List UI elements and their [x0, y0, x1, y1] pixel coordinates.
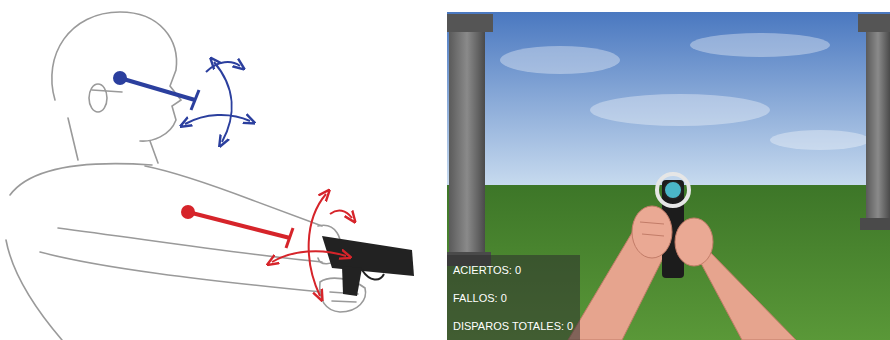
ear: [89, 84, 107, 112]
person-sketch: [6, 12, 366, 340]
arm-line: [145, 166, 322, 226]
rotation-arrow: [330, 211, 352, 218]
gun-sight: [664, 181, 682, 199]
direction-vector: [188, 212, 290, 238]
rotation-arrow: [206, 62, 240, 72]
direction-vector: [120, 78, 195, 100]
vector-cap: [191, 90, 199, 110]
pistol-grip: [342, 266, 362, 296]
hud-counter: DISPAROS TOTALES: 0: [453, 320, 573, 333]
trigger-guard: [362, 270, 384, 280]
hud-panel: ACIERTOS: 0 FALLOS: 0 DISPAROS TOTALES: 0: [447, 255, 580, 340]
head-direction: [113, 62, 250, 142]
pistol: [322, 236, 414, 296]
pillar: [858, 14, 890, 230]
pillar: [447, 14, 493, 266]
vector-cap: [286, 228, 293, 248]
pivot-dot: [181, 205, 195, 219]
game-screenshot: [447, 12, 890, 340]
rotation-arrow: [214, 62, 232, 142]
rotation-arrow: [309, 194, 326, 296]
sky: [447, 12, 890, 187]
crosshair-ring: [657, 174, 689, 206]
arm-direction: [181, 194, 352, 296]
rotation-arrow: [185, 115, 250, 124]
pivot-dot: [113, 71, 127, 85]
hud-counter: ACIERTOS: 0: [453, 264, 521, 277]
pistol-slide: [322, 236, 414, 276]
clouds: [500, 33, 870, 150]
rotation-arrow: [272, 251, 346, 262]
player-hands: [632, 206, 713, 266]
head-outline: [52, 12, 181, 141]
neck-line: [68, 118, 78, 160]
hud-counter: FALLOS: 0: [453, 292, 507, 305]
eye-mark: [92, 90, 122, 92]
player-arms: [568, 216, 796, 340]
neck-line: [150, 141, 158, 163]
shoulder-line: [10, 164, 152, 195]
